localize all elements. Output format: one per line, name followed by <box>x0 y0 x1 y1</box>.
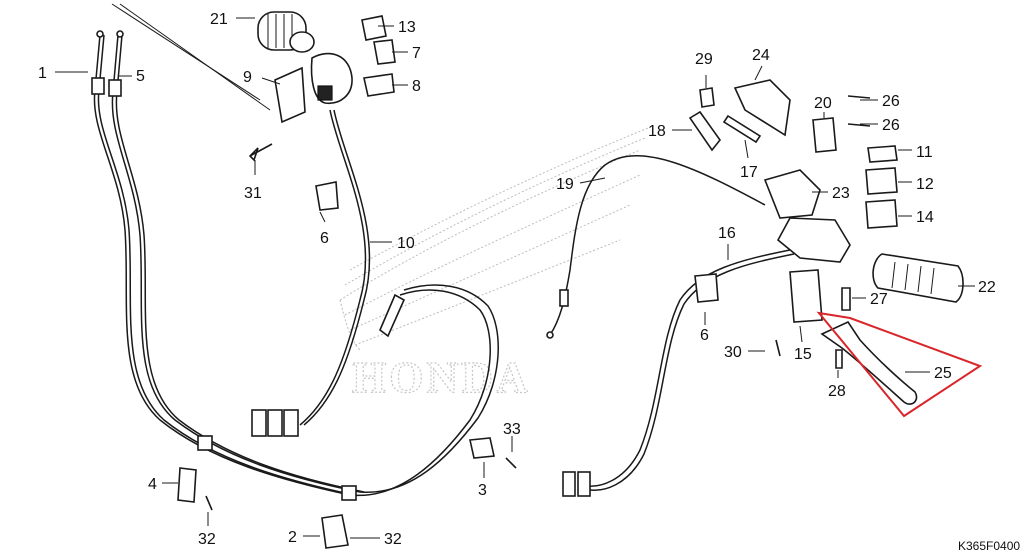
callout-33: 33 <box>503 421 521 438</box>
part-29 <box>699 87 715 108</box>
clutch-lever-bracket-23 <box>763 169 851 263</box>
hose-18 <box>688 110 722 152</box>
right-switch-housing <box>310 52 353 104</box>
switch-12 <box>865 167 898 195</box>
callout-30: 30 <box>724 344 742 361</box>
switch-11 <box>867 145 898 163</box>
left-grip-22 <box>872 253 964 303</box>
switch-wire-10 <box>251 109 371 437</box>
callout-9: 9 <box>243 69 252 86</box>
callout-32: 32 <box>198 531 216 548</box>
screw-32-left <box>205 495 213 511</box>
clip-6 <box>315 181 339 211</box>
callout-20: 20 <box>814 95 832 112</box>
callout-6: 6 <box>700 327 709 344</box>
callout-14: 14 <box>916 209 934 226</box>
drawing-code: K365F0400 <box>958 539 1020 553</box>
switch-14 <box>865 199 898 229</box>
honda-wordmark-watermark: HONDA <box>352 353 531 402</box>
bolts-26 <box>847 95 871 127</box>
cover-24 <box>733 79 791 137</box>
callout-18: 18 <box>648 123 666 140</box>
callout-4: 4 <box>148 476 157 493</box>
screw-33 <box>505 457 517 469</box>
clamp-3 <box>469 437 495 459</box>
callout-16: 16 <box>718 225 736 242</box>
callout-22: 22 <box>978 279 996 296</box>
honda-wing-watermark: HONDA <box>339 127 649 403</box>
bracket-2 <box>321 514 349 549</box>
cable-nipple <box>96 30 104 38</box>
callout-31: 31 <box>244 185 262 202</box>
switch-13 <box>361 15 387 41</box>
callout-1: 1 <box>38 65 47 82</box>
bracket-4 <box>177 467 197 503</box>
throttle-grip-21 <box>257 11 315 53</box>
clutch-lever-highlight-box <box>816 311 983 418</box>
cable-bracket <box>379 293 406 338</box>
screw-30 <box>775 339 781 357</box>
callout-24: 24 <box>752 47 770 64</box>
clutch-cable-19 <box>546 155 766 339</box>
cable-clamp <box>341 485 357 501</box>
callout-23: 23 <box>832 185 850 202</box>
callout-27: 27 <box>870 291 888 308</box>
switch-8 <box>363 73 395 97</box>
callout-5: 5 <box>136 68 145 85</box>
callout-7: 7 <box>412 45 421 62</box>
screw-31 <box>248 143 273 162</box>
callout-11: 11 <box>916 144 933 161</box>
callout-21: 21 <box>210 11 228 28</box>
callout-6: 6 <box>320 230 329 247</box>
cable-nipple <box>116 30 124 38</box>
callout-10: 10 <box>397 235 415 252</box>
callout-28: 28 <box>828 383 846 400</box>
wire-connector <box>562 471 576 497</box>
throttle-cables <box>91 30 499 501</box>
callout-25: 25 <box>934 365 952 382</box>
cable-end-fitting <box>91 77 105 95</box>
callout-12: 12 <box>916 176 934 193</box>
callout-2: 2 <box>288 529 297 546</box>
callout-labels: 1 5 21 13 7 8 9 31 6 10 29 24 20 26 26 1… <box>38 11 996 548</box>
callout-15: 15 <box>794 346 812 363</box>
rod-17 <box>722 114 762 144</box>
clip-6-left <box>694 273 719 303</box>
callout-17: 17 <box>740 164 758 181</box>
callout-32: 32 <box>384 531 402 548</box>
switch-wire-16 <box>562 249 795 497</box>
cover-15 <box>789 269 823 323</box>
cable-end-fitting <box>108 79 122 97</box>
callout-13: 13 <box>398 19 416 36</box>
leader-lines <box>55 3 975 539</box>
wire-connectors <box>251 409 299 437</box>
switch-7 <box>373 39 396 65</box>
screw-27 <box>841 287 851 311</box>
wire-connector <box>577 471 591 497</box>
clutch-lever-25 <box>820 320 918 405</box>
callout-19: 19 <box>556 176 574 193</box>
cable-clamp <box>197 435 213 451</box>
callout-26: 26 <box>882 93 900 110</box>
callout-3: 3 <box>478 482 487 499</box>
throttle-housing-cover-9 <box>274 66 306 124</box>
callout-29: 29 <box>695 51 713 68</box>
nut-28 <box>835 349 843 369</box>
holder-20 <box>812 117 837 153</box>
callout-8: 8 <box>412 78 421 95</box>
callout-26: 26 <box>882 117 900 134</box>
